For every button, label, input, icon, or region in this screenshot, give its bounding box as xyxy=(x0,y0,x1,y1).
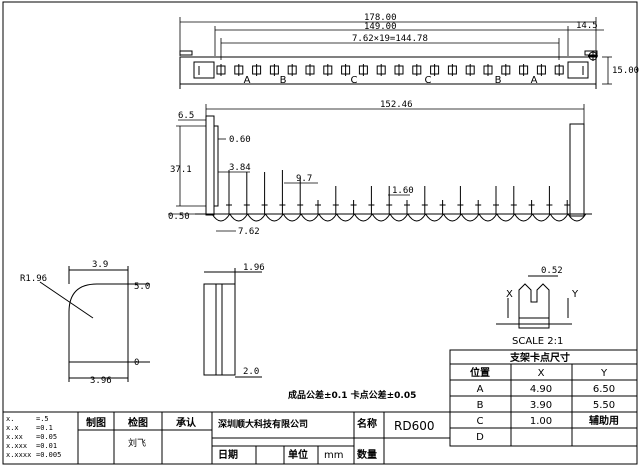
unit-label: 单位 xyxy=(288,448,308,461)
pin-label: C xyxy=(425,75,432,86)
dim-d8: 7.62 xyxy=(238,227,260,237)
dim-y: Y xyxy=(571,289,579,300)
date-label: 日期 xyxy=(218,448,238,461)
tolerance-value: =0.05 xyxy=(36,433,57,441)
pin-label: A xyxy=(531,75,538,86)
tolerance-value: =0.01 xyxy=(36,442,57,450)
qty-label: 数量 xyxy=(357,448,377,461)
detail-left xyxy=(39,266,150,382)
contact-bump xyxy=(531,213,551,222)
dim-d3: 37.1 xyxy=(170,165,192,175)
dim-inner: 149.00 xyxy=(364,22,397,32)
contact-bump xyxy=(282,213,302,222)
dim-bottom-left: 3.96 xyxy=(90,376,112,386)
side-dimensions xyxy=(168,104,585,232)
dim-radius: R1.96 xyxy=(20,274,47,284)
contact-bump xyxy=(336,213,355,222)
contact-bump xyxy=(442,213,462,222)
contact-bump xyxy=(300,213,320,222)
dim-d4: 3.84 xyxy=(229,163,251,173)
contact-bump xyxy=(353,213,373,222)
spec-cell: 辅助用 xyxy=(589,414,619,427)
contact-bump xyxy=(211,213,231,222)
drafter-name: 刘飞 xyxy=(128,437,146,449)
pin-label: A xyxy=(244,75,251,86)
contact-bump xyxy=(229,213,249,222)
spec-cell: B xyxy=(477,400,484,411)
name-label: 名称 xyxy=(357,417,377,430)
dim-x: X xyxy=(506,289,513,300)
contact-bump xyxy=(264,213,284,222)
spec-header: 位置 xyxy=(470,366,490,379)
spec-cell: 5.50 xyxy=(593,400,615,411)
name-value: RD600 xyxy=(394,419,434,433)
tolerance-key: x.xxx xyxy=(6,442,27,450)
detail-right xyxy=(496,275,572,329)
spec-cell: 3.90 xyxy=(530,400,552,411)
dim-height: 15.00 xyxy=(612,66,639,76)
spec-header: Y xyxy=(600,368,608,379)
tolerance-value: =0.005 xyxy=(36,451,61,459)
pin-label: B xyxy=(280,75,287,86)
contact-bump xyxy=(496,213,516,222)
spec-cell: 4.90 xyxy=(530,384,552,395)
dim-top-left: 3.9 xyxy=(92,260,108,270)
contact-bump xyxy=(567,213,587,222)
pin-label: C xyxy=(351,75,358,86)
dim-pitch: 7.62×19=144.78 xyxy=(352,34,428,44)
title-block xyxy=(2,411,638,465)
dim-overall: 178.00 xyxy=(364,13,397,23)
spec-cell: A xyxy=(477,384,484,395)
tolerance-value: =.5 xyxy=(36,415,49,423)
contact-bump xyxy=(389,213,409,222)
dim-right-top: 0.52 xyxy=(541,266,563,276)
tolerance-key: x. xyxy=(6,415,14,423)
contact-bump xyxy=(478,213,498,222)
contact-bump xyxy=(514,213,533,222)
spec-title: 支架卡点尺寸 xyxy=(509,351,570,364)
dim-right-left: 5.0 xyxy=(134,282,150,292)
tolerance-key: x.xx xyxy=(6,433,23,441)
company-name: 深圳顺大科技有限公司 xyxy=(218,418,308,430)
pin-label: B xyxy=(495,75,502,86)
unit-value: mm xyxy=(324,450,343,461)
contact-bump xyxy=(247,213,266,222)
dim-d5: 9.7 xyxy=(296,174,312,184)
dim-edge: 14.5 xyxy=(576,21,598,31)
tolerance-value: =0.1 xyxy=(36,424,53,432)
spec-cell: 1.00 xyxy=(530,416,552,427)
contact-bump xyxy=(371,213,391,222)
dim-mid-bottom: 2.0 xyxy=(243,367,259,377)
dim-d1: 6.5 xyxy=(178,111,194,121)
spec-cell: D xyxy=(476,432,484,443)
dim-zero: 0 xyxy=(134,358,139,368)
contact-bump xyxy=(318,213,338,222)
dim-d7: 0.50 xyxy=(168,212,190,222)
contact-bump xyxy=(460,213,480,222)
checked-label: 检图 xyxy=(128,416,148,429)
contact-bump xyxy=(407,213,427,222)
spec-header: X xyxy=(538,368,545,379)
side-view xyxy=(195,115,592,222)
tolerance-key: x.x xyxy=(6,424,19,432)
top-dimensions xyxy=(179,17,612,85)
drawn-label: 制图 xyxy=(86,416,106,429)
spec-cell: C xyxy=(477,416,484,427)
top-view xyxy=(179,50,598,89)
dim-mid-top: 1.96 xyxy=(243,263,265,273)
scale-label: SCALE 2:1 xyxy=(512,336,563,347)
tolerance-note: 成品公差±0.1 卡点公差±0.05 xyxy=(288,389,416,401)
dim-d2: 0.60 xyxy=(229,135,251,145)
spec-cell: 6.50 xyxy=(593,384,615,395)
detail-middle xyxy=(203,268,262,378)
dim-d6: 1.60 xyxy=(392,186,414,196)
contact-bump xyxy=(549,213,569,222)
approved-label: 承认 xyxy=(176,416,197,429)
dim-length: 152.46 xyxy=(380,100,413,110)
contact-bump xyxy=(425,213,444,222)
tolerance-key: x.xxxx xyxy=(6,451,31,459)
